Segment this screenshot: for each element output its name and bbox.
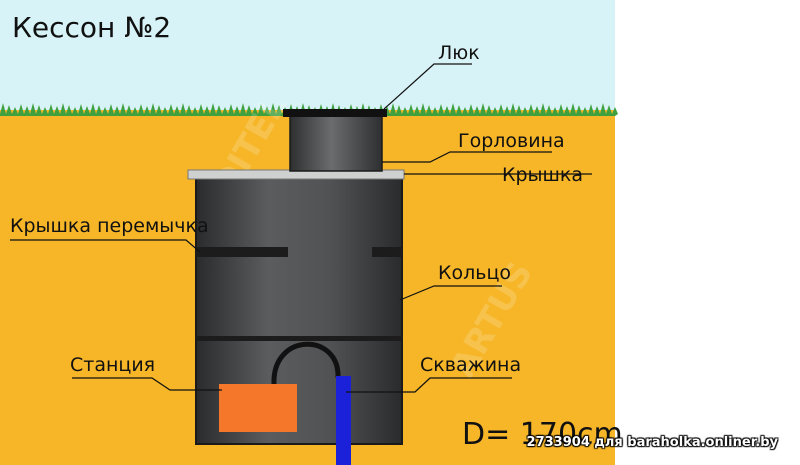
label-well: Скважина (420, 354, 522, 376)
partition-bar-right (372, 247, 402, 257)
leader-lines (10, 63, 592, 393)
ring-joint (196, 336, 402, 341)
right-margin (615, 0, 800, 465)
leader-ring (399, 285, 502, 301)
partition-bar-left (196, 247, 288, 257)
pump-station (219, 384, 297, 432)
connection-hose (271, 341, 341, 385)
sky (0, 0, 615, 112)
label-neck: Горловина (458, 130, 565, 152)
diagram-title: Кессон №2 (12, 11, 172, 44)
leader-well (346, 377, 512, 393)
diameter-label: D= 170cm (462, 417, 623, 452)
label-lid-partition: Крышка перемычка (10, 215, 209, 237)
label-station: Станция (70, 354, 156, 376)
watermark-text: 2733904 для baraholka.onliner.by (526, 435, 778, 450)
hatch (283, 109, 387, 117)
leader-hatch (383, 63, 472, 110)
well-pipe (336, 376, 351, 465)
label-hatch: Люк (438, 42, 480, 64)
caisson-neck (289, 114, 383, 172)
leader-partition (10, 239, 201, 253)
label-ring: Кольцо (438, 262, 512, 284)
label-lid: Крышка (502, 164, 584, 186)
leader-station (72, 377, 222, 391)
leader-neck (382, 151, 552, 163)
